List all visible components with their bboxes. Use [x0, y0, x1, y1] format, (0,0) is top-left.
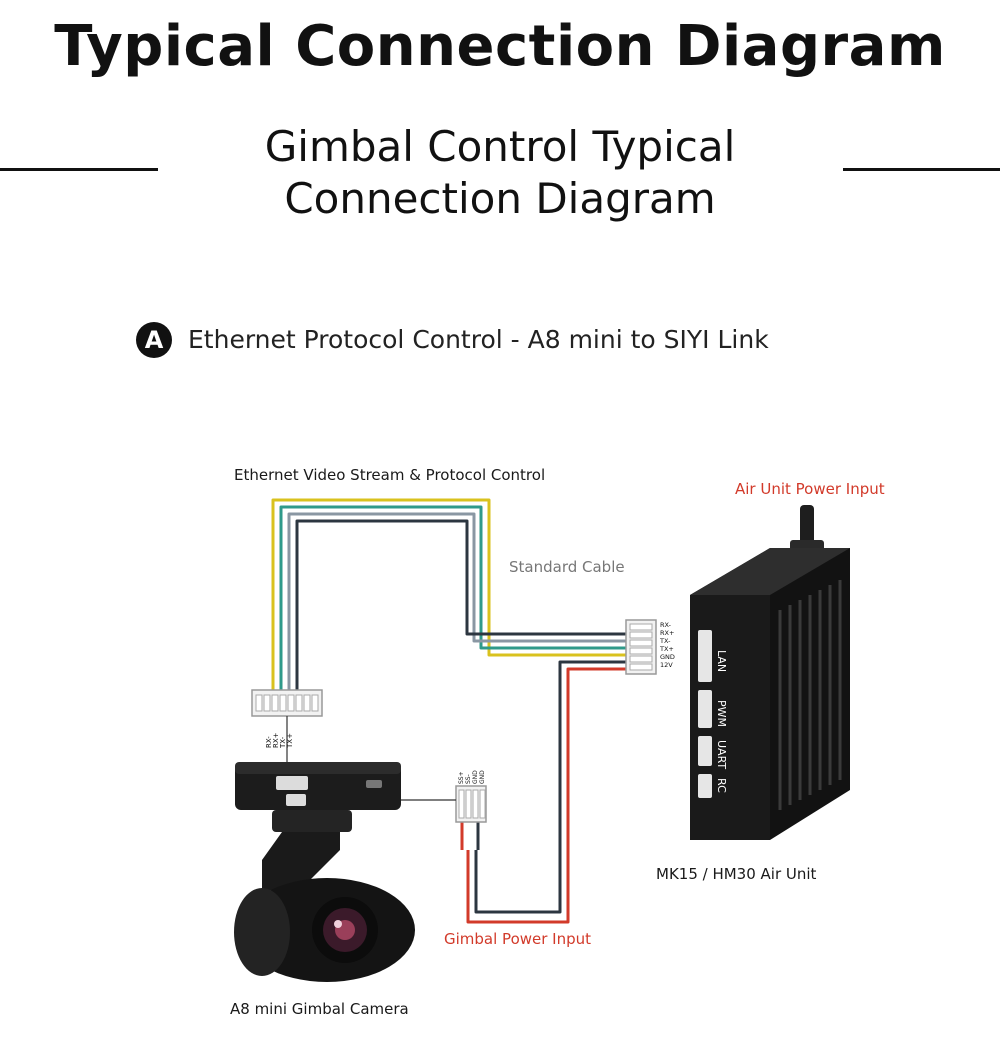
air-unit-label: MK15 / HM30 Air Unit: [656, 865, 817, 883]
page-title: Typical Connection Diagram: [54, 14, 946, 79]
lan-port: [698, 630, 712, 682]
air-pin-6: 12V: [660, 661, 673, 669]
ethernet-cable: [271, 498, 630, 690]
power-pin-labels: SS+ SS- GND GND: [458, 770, 488, 804]
camera-ethernet-connector: [251, 689, 323, 765]
air-pin-2: RX+: [660, 629, 675, 637]
air-pin-3: TX-: [660, 637, 671, 645]
subtitle-line1: Gimbal Control Typical: [264, 122, 736, 171]
divider-right: [843, 168, 1000, 171]
power-pin-2: SS-: [465, 774, 472, 784]
power-pin-3: GND: [472, 770, 479, 784]
wire-dark: [295, 519, 630, 690]
rc-port: [698, 774, 712, 798]
pwm-port: [698, 690, 712, 728]
power-pin-4: GND: [479, 770, 486, 784]
air-unit-connector: [625, 619, 657, 675]
power-cable: [460, 660, 630, 924]
air-pin-labels: RX- RX+ TX- TX+ GND 12V: [660, 621, 675, 669]
port-label-pwm: PWM: [715, 700, 728, 728]
port-label-rc: RC: [715, 778, 728, 793]
wire-power-black: [474, 660, 630, 914]
air-unit-device: [690, 505, 850, 840]
gimbal-camera-device: [234, 762, 415, 982]
wire-yellow: [271, 498, 630, 690]
camera-pin-labels: RX- RX+ TX- TX+: [265, 718, 325, 758]
heatsink-fins: [778, 580, 842, 810]
subtitle-line2: Connection Diagram: [284, 174, 716, 223]
camera-pin-4: TX+: [286, 733, 294, 748]
wire-teal: [279, 505, 630, 690]
divider-left: [0, 168, 158, 171]
camera-label: A8 mini Gimbal Camera: [230, 1000, 409, 1018]
section-badge: A: [136, 322, 172, 358]
standard-cable-label: Standard Cable: [509, 558, 625, 576]
wire-power-red: [466, 667, 630, 924]
air-pin-5: GND: [660, 653, 675, 661]
air-pin-4: TX+: [660, 645, 674, 653]
ethernet-label: Ethernet Video Stream & Protocol Control: [234, 466, 546, 484]
port-label-lan: LAN: [715, 650, 728, 673]
air-power-label: Air Unit Power Input: [735, 480, 885, 498]
camera-power-port: [286, 794, 306, 806]
air-pin-1: RX-: [660, 621, 671, 629]
wire-grey: [287, 512, 630, 690]
section-title: Ethernet Protocol Control - A8 mini to S…: [188, 325, 769, 354]
port-label-uart: UART: [715, 740, 728, 770]
gimbal-power-label: Gimbal Power Input: [444, 930, 592, 948]
power-pin-1: SS+: [458, 771, 465, 784]
uart-port: [698, 736, 712, 766]
camera-ethernet-port: [276, 776, 308, 790]
